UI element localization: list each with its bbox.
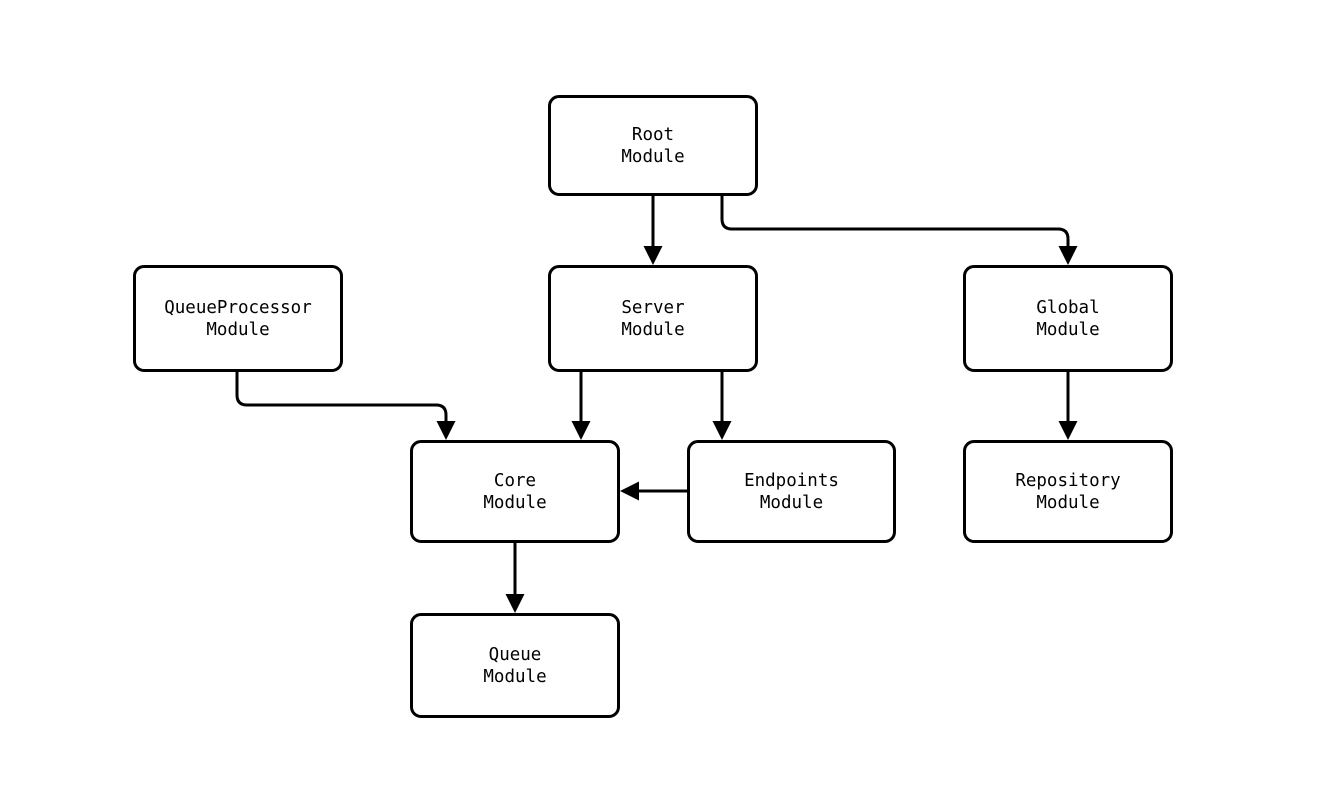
edge-root-to-server-arrowhead [643, 246, 663, 265]
edge-server-to-core-arrowhead [571, 421, 591, 440]
node-label-line2: Module [621, 146, 685, 167]
node-label-line1: Repository [1015, 470, 1121, 491]
edge-global-to-repository-arrowhead [1058, 421, 1078, 440]
node-label-line1: Global [1036, 297, 1100, 318]
edge-server-to-endpoints-arrowhead [712, 421, 732, 440]
node-label-line2: Module [1036, 492, 1100, 513]
edge-queueprocessor-to-core [235, 372, 448, 427]
edge-queueprocessor-to-core-arrowhead [436, 421, 456, 440]
node-label-line2: Module [206, 319, 270, 340]
node-label-line2: Module [759, 492, 824, 513]
edge-core-to-queue-arrowhead [505, 594, 525, 613]
node-label-line1: Root [631, 124, 675, 145]
edge-root-to-global [720, 196, 1070, 252]
edge-root-to-global-arrowhead [1058, 246, 1078, 265]
node-label-line2: Module [1036, 319, 1100, 340]
node-label-line1: Core [493, 470, 537, 491]
node-label-line2: Module [621, 319, 685, 340]
node-label-line2: Module [483, 492, 547, 513]
node-label-line1: Queue [488, 644, 542, 665]
node-label-line1: Server [621, 297, 685, 318]
node-label-line2: Module [483, 666, 547, 687]
node-label-line1: Endpoints [744, 470, 839, 491]
edge-endpoints-to-core-arrowhead [620, 481, 639, 501]
node-label-line1: QueueProcessor [164, 297, 312, 318]
